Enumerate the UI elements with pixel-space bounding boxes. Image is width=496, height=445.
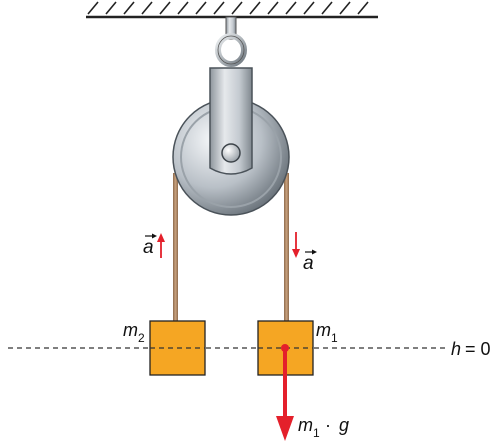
weight-g-symbol: g: [339, 415, 349, 435]
m1-subscript: 1: [331, 331, 338, 345]
accel-arrow-down: [292, 232, 300, 258]
label-height-zero: h = 0: [451, 339, 491, 359]
m2-subscript: 2: [138, 331, 145, 345]
ceiling: [86, 1, 378, 19]
m1-symbol: m: [316, 320, 331, 340]
bracket-plate: [209, 67, 253, 175]
label-accel-left: a: [143, 233, 157, 258]
hanger: [215, 16, 247, 67]
axle-hub: [221, 143, 241, 163]
weight-m-symbol: m: [298, 415, 313, 435]
weight-dot: ·: [325, 415, 331, 435]
height-equals-zero: = 0: [465, 339, 491, 359]
accel-arrow-up: [157, 233, 165, 258]
ceiling-hatching: [87, 1, 369, 15]
label-m2: m 2: [123, 320, 145, 345]
label-accel-right: a: [303, 249, 317, 274]
force-arrowhead: [276, 416, 294, 441]
accel-right-symbol: a: [303, 253, 314, 274]
rope-left: [173, 173, 178, 321]
weight-m-subscript: 1: [313, 426, 320, 440]
weight-force-arrow: [276, 344, 294, 441]
label-m1: m 1: [316, 320, 338, 345]
accel-left-symbol: a: [143, 237, 154, 258]
rope-right: [284, 173, 289, 321]
pulley-bracket: [209, 67, 253, 175]
m2-symbol: m: [123, 320, 138, 340]
label-weight: m 1 · g: [298, 415, 349, 440]
ropes: [173, 173, 289, 321]
height-symbol: h: [451, 339, 461, 359]
